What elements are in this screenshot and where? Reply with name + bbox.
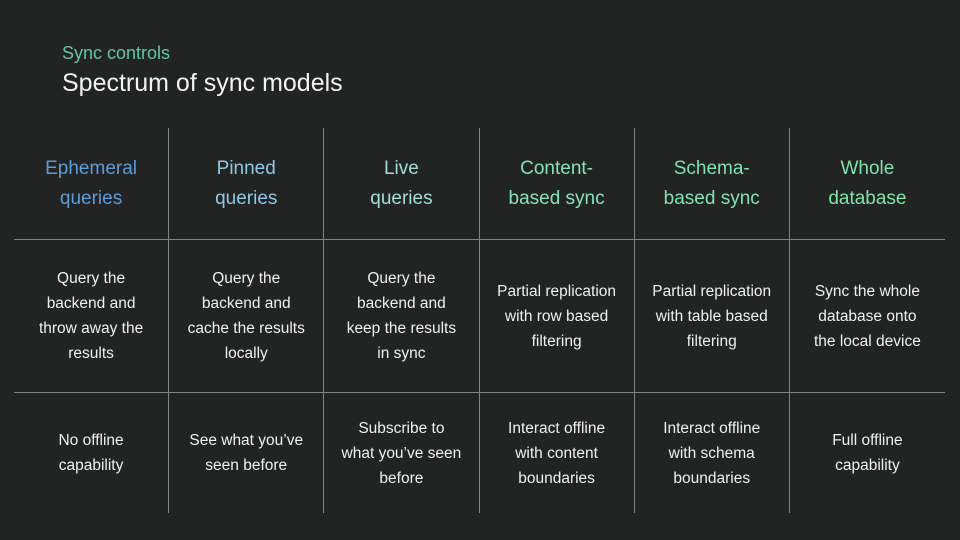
cell-whole-database-offline-capability: Full offline capability bbox=[789, 392, 945, 513]
cell-content-based-sync-model: Partial replication with row based filte… bbox=[479, 239, 635, 392]
column-header-pinned-queries: Pinned queries bbox=[169, 128, 325, 239]
column-header-schema-based-sync: Schema- based sync bbox=[635, 128, 790, 239]
cell-live-offline-capability: Subscribe to what you’ve seen before bbox=[324, 392, 480, 513]
cell-content-based-offline-capability: Interact offline with content boundaries bbox=[479, 392, 635, 513]
column-header-live-queries: Live queries bbox=[324, 128, 480, 239]
cell-schema-based-offline-capability: Interact offline with schema boundaries bbox=[634, 392, 790, 513]
cell-whole-database-sync-model: Sync the whole database onto the local d… bbox=[789, 239, 945, 392]
cell-pinned-offline-capability: See what you’ve seen before bbox=[169, 392, 325, 513]
slide-eyebrow: Sync controls bbox=[62, 43, 171, 63]
cell-pinned-sync-model: Query the backend and cache the results … bbox=[169, 239, 325, 392]
slide-header: Sync controls Spectrum of sync models bbox=[62, 42, 343, 98]
column-header-whole-database: Whole database bbox=[828, 157, 907, 209]
cell-ephemeral-sync-model: Query the backend and throw away the res… bbox=[14, 239, 170, 392]
cell-schema-based-sync-model: Partial replication with table based fil… bbox=[634, 239, 790, 392]
page-title: Spectrum of sync models bbox=[62, 69, 343, 97]
cell-live-sync-model: Query the backend and keep the results i… bbox=[324, 239, 480, 392]
cell-ephemeral-offline-capability: No offline capability bbox=[14, 392, 170, 513]
column-header-ephemeral-queries: Ephemeral queries bbox=[14, 128, 170, 239]
sync-models-table: Ephemeral queries Pinned queries Live qu… bbox=[14, 128, 945, 513]
column-header-content-based-sync: Content- based sync bbox=[480, 128, 635, 239]
